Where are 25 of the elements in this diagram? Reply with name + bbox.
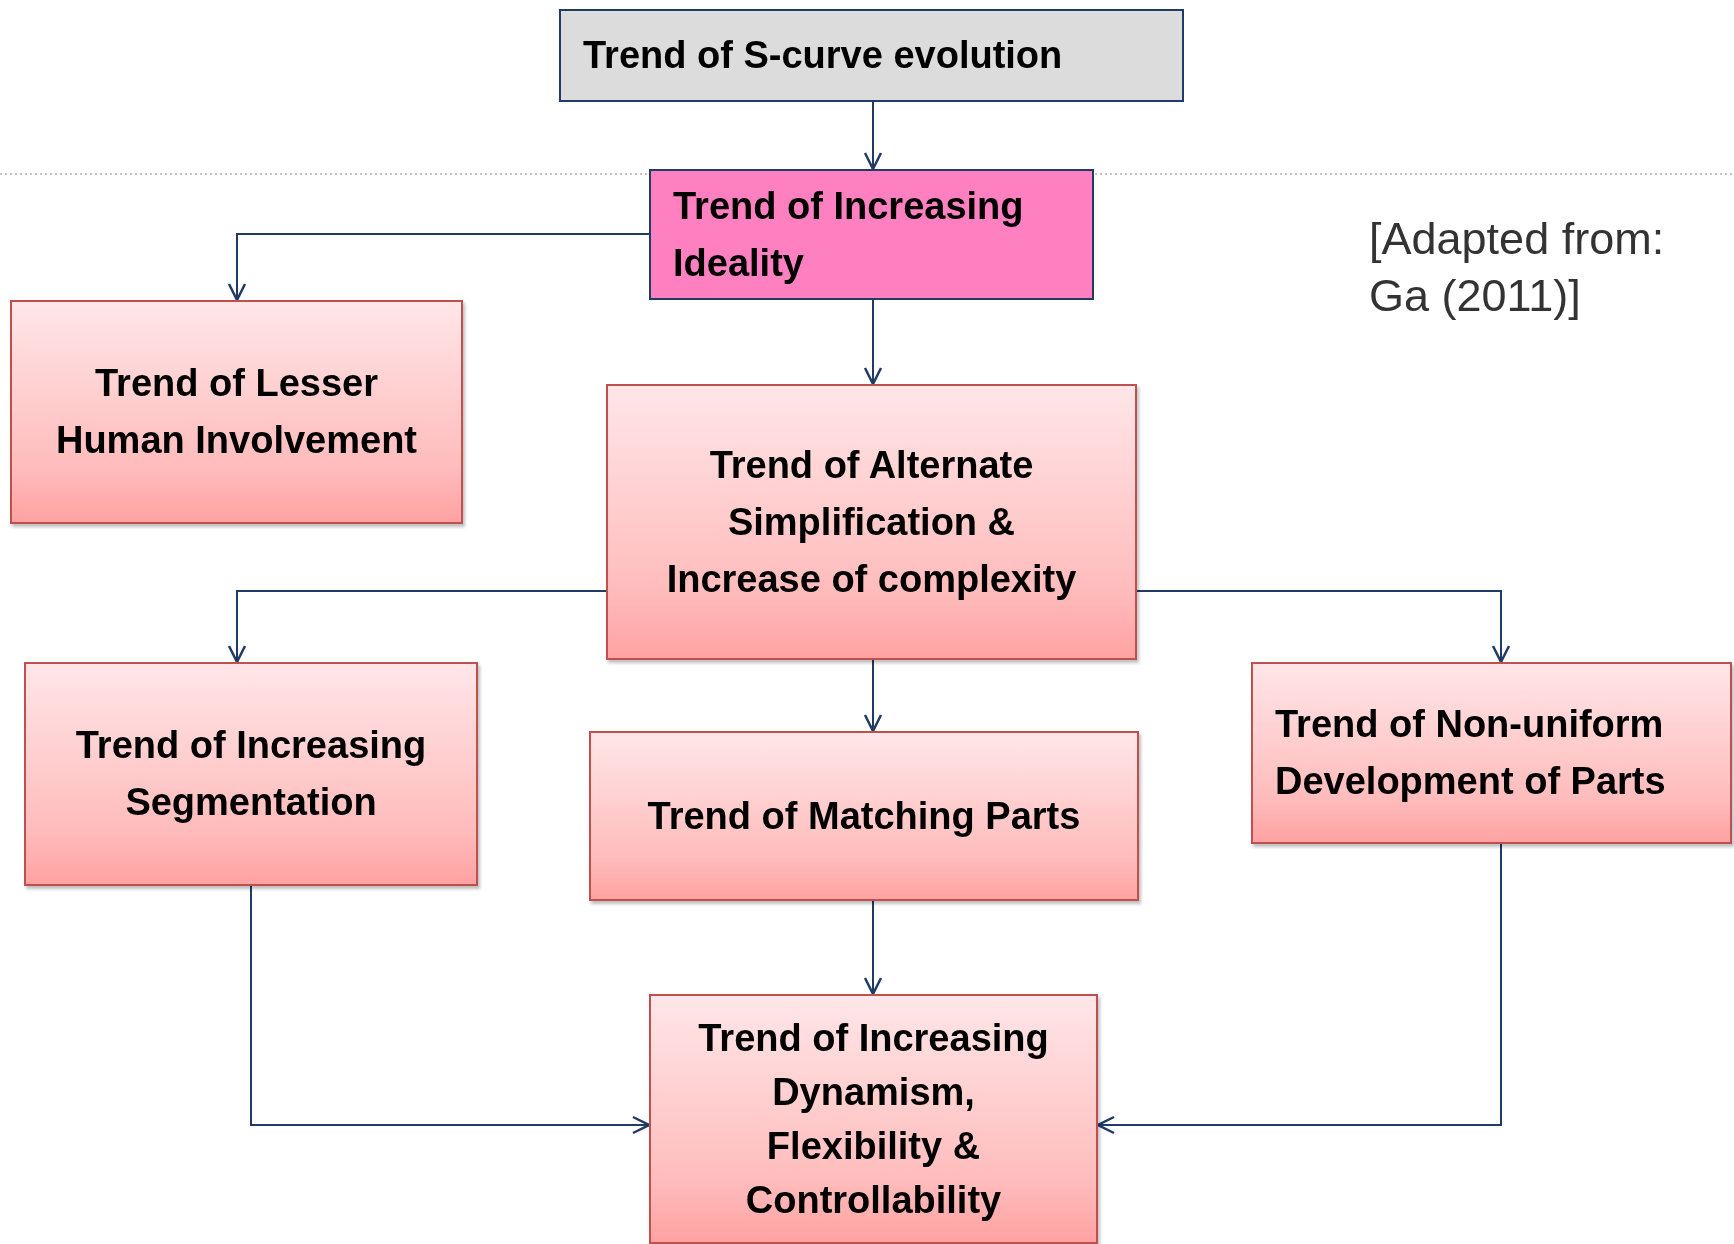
process-box	[649, 994, 1098, 1244]
box-label: Trend of Non-uniform Development of Parts	[1275, 702, 1667, 804]
box-label: Trend of Alternate Simplification & Increase of complexity	[665, 442, 1078, 602]
box-label: Trend of S-curve evolution	[583, 33, 1064, 78]
arrow	[863, 659, 883, 733]
process-box	[24, 662, 478, 886]
arrow	[227, 590, 607, 664]
box-label: Trend of Increasing Dynamism, Flexibility & Controllability	[697, 1016, 1050, 1223]
header-box	[649, 169, 1094, 300]
arrow	[863, 900, 883, 996]
process-box	[10, 300, 463, 524]
box-label: Trend of Matching Parts	[646, 793, 1082, 839]
box-label: Trend of Lesser Human Involvement	[54, 361, 419, 463]
process-box	[1251, 662, 1732, 844]
arrow	[227, 233, 650, 302]
box-label: Trend of Increasing Ideality	[673, 183, 1025, 286]
arrow	[250, 885, 651, 1135]
box-label: Trend of Increasing Segmentation	[74, 723, 428, 825]
header-box	[559, 9, 1184, 102]
source-note: [Adapted from: Ga (2011)]	[1369, 212, 1666, 323]
process-box	[589, 731, 1139, 901]
arrow	[863, 101, 883, 171]
arrow	[1136, 590, 1511, 664]
process-box	[606, 384, 1137, 660]
arrow	[863, 299, 883, 386]
